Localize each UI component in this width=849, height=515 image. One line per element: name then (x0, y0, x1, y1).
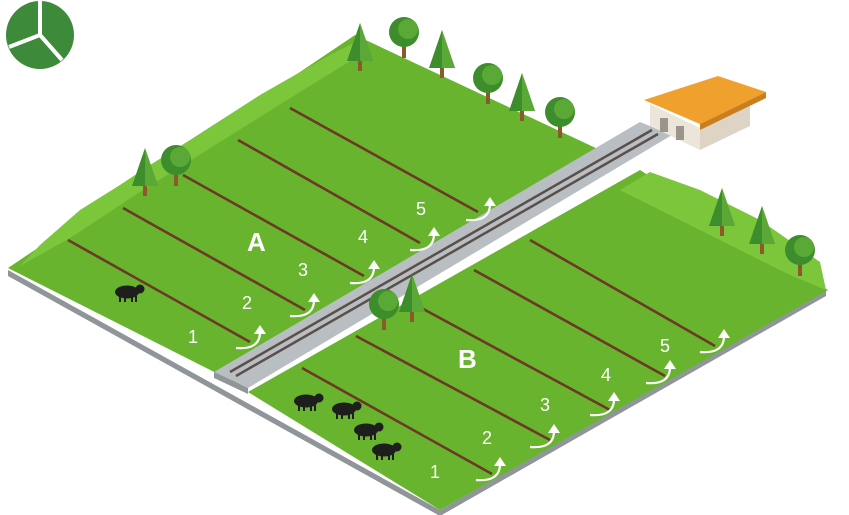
field-a-lane-2: 2 (242, 293, 252, 313)
field-b-lane-5: 5 (660, 336, 670, 356)
field-b-label: B (458, 344, 477, 374)
tree-icon (429, 30, 455, 78)
field-b-lane-4: 4 (601, 365, 611, 385)
field-a-label: A (247, 227, 266, 257)
tree-icon (389, 17, 419, 58)
field-a-lane-5: 5 (416, 199, 426, 219)
field-b-lane-3: 3 (540, 395, 550, 415)
field-b-lane-1: 1 (430, 462, 440, 482)
field-a-lane-4: 4 (358, 227, 368, 247)
logo-pie-icon (6, 1, 74, 69)
field-a-lane-3: 3 (298, 260, 308, 280)
field-a-lane-1: 1 (188, 327, 198, 347)
field-b-lane-2: 2 (482, 428, 492, 448)
